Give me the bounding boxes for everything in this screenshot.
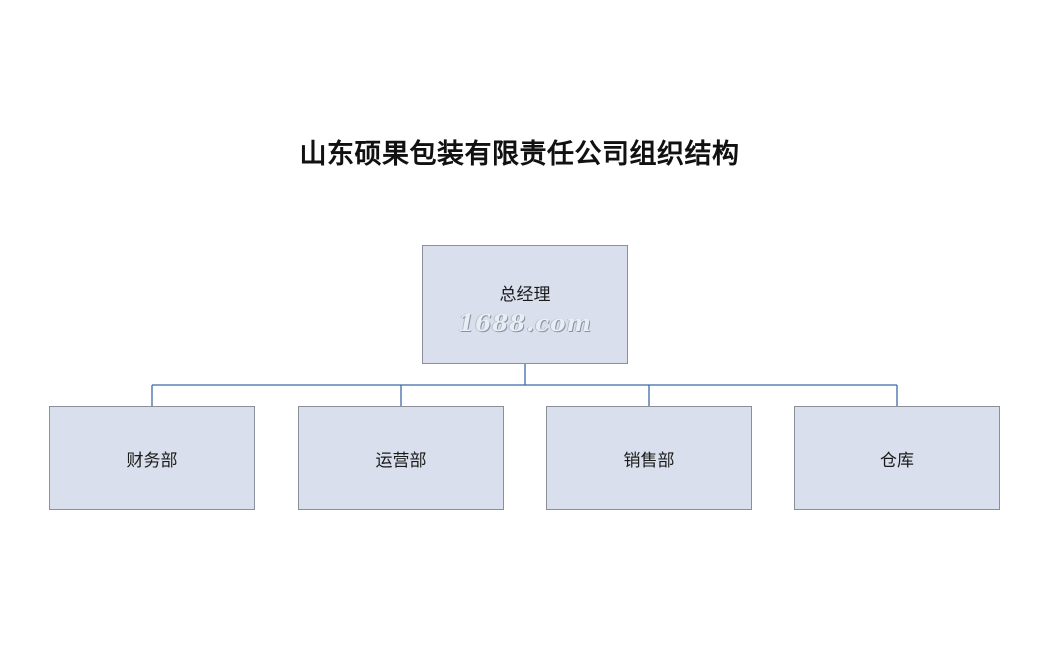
node-label: 销售部 xyxy=(623,450,675,471)
node-operations[interactable]: 运营部 xyxy=(298,406,504,510)
node-label: 总经理 xyxy=(499,285,551,305)
chart-title: 山东硕果包装有限责任公司组织结构 xyxy=(299,139,740,170)
node-warehouse[interactable]: 仓库 xyxy=(794,406,1000,510)
node-label: 财务部 xyxy=(126,450,178,471)
node-label: 运营部 xyxy=(375,450,427,471)
watermark-logo: 1688.com xyxy=(458,310,592,337)
node-label: 仓库 xyxy=(880,450,914,471)
node-sales[interactable]: 销售部 xyxy=(546,406,752,510)
node-finance[interactable]: 财务部 xyxy=(49,406,255,510)
node-general-manager[interactable]: 总经理 1688.com xyxy=(422,245,628,364)
